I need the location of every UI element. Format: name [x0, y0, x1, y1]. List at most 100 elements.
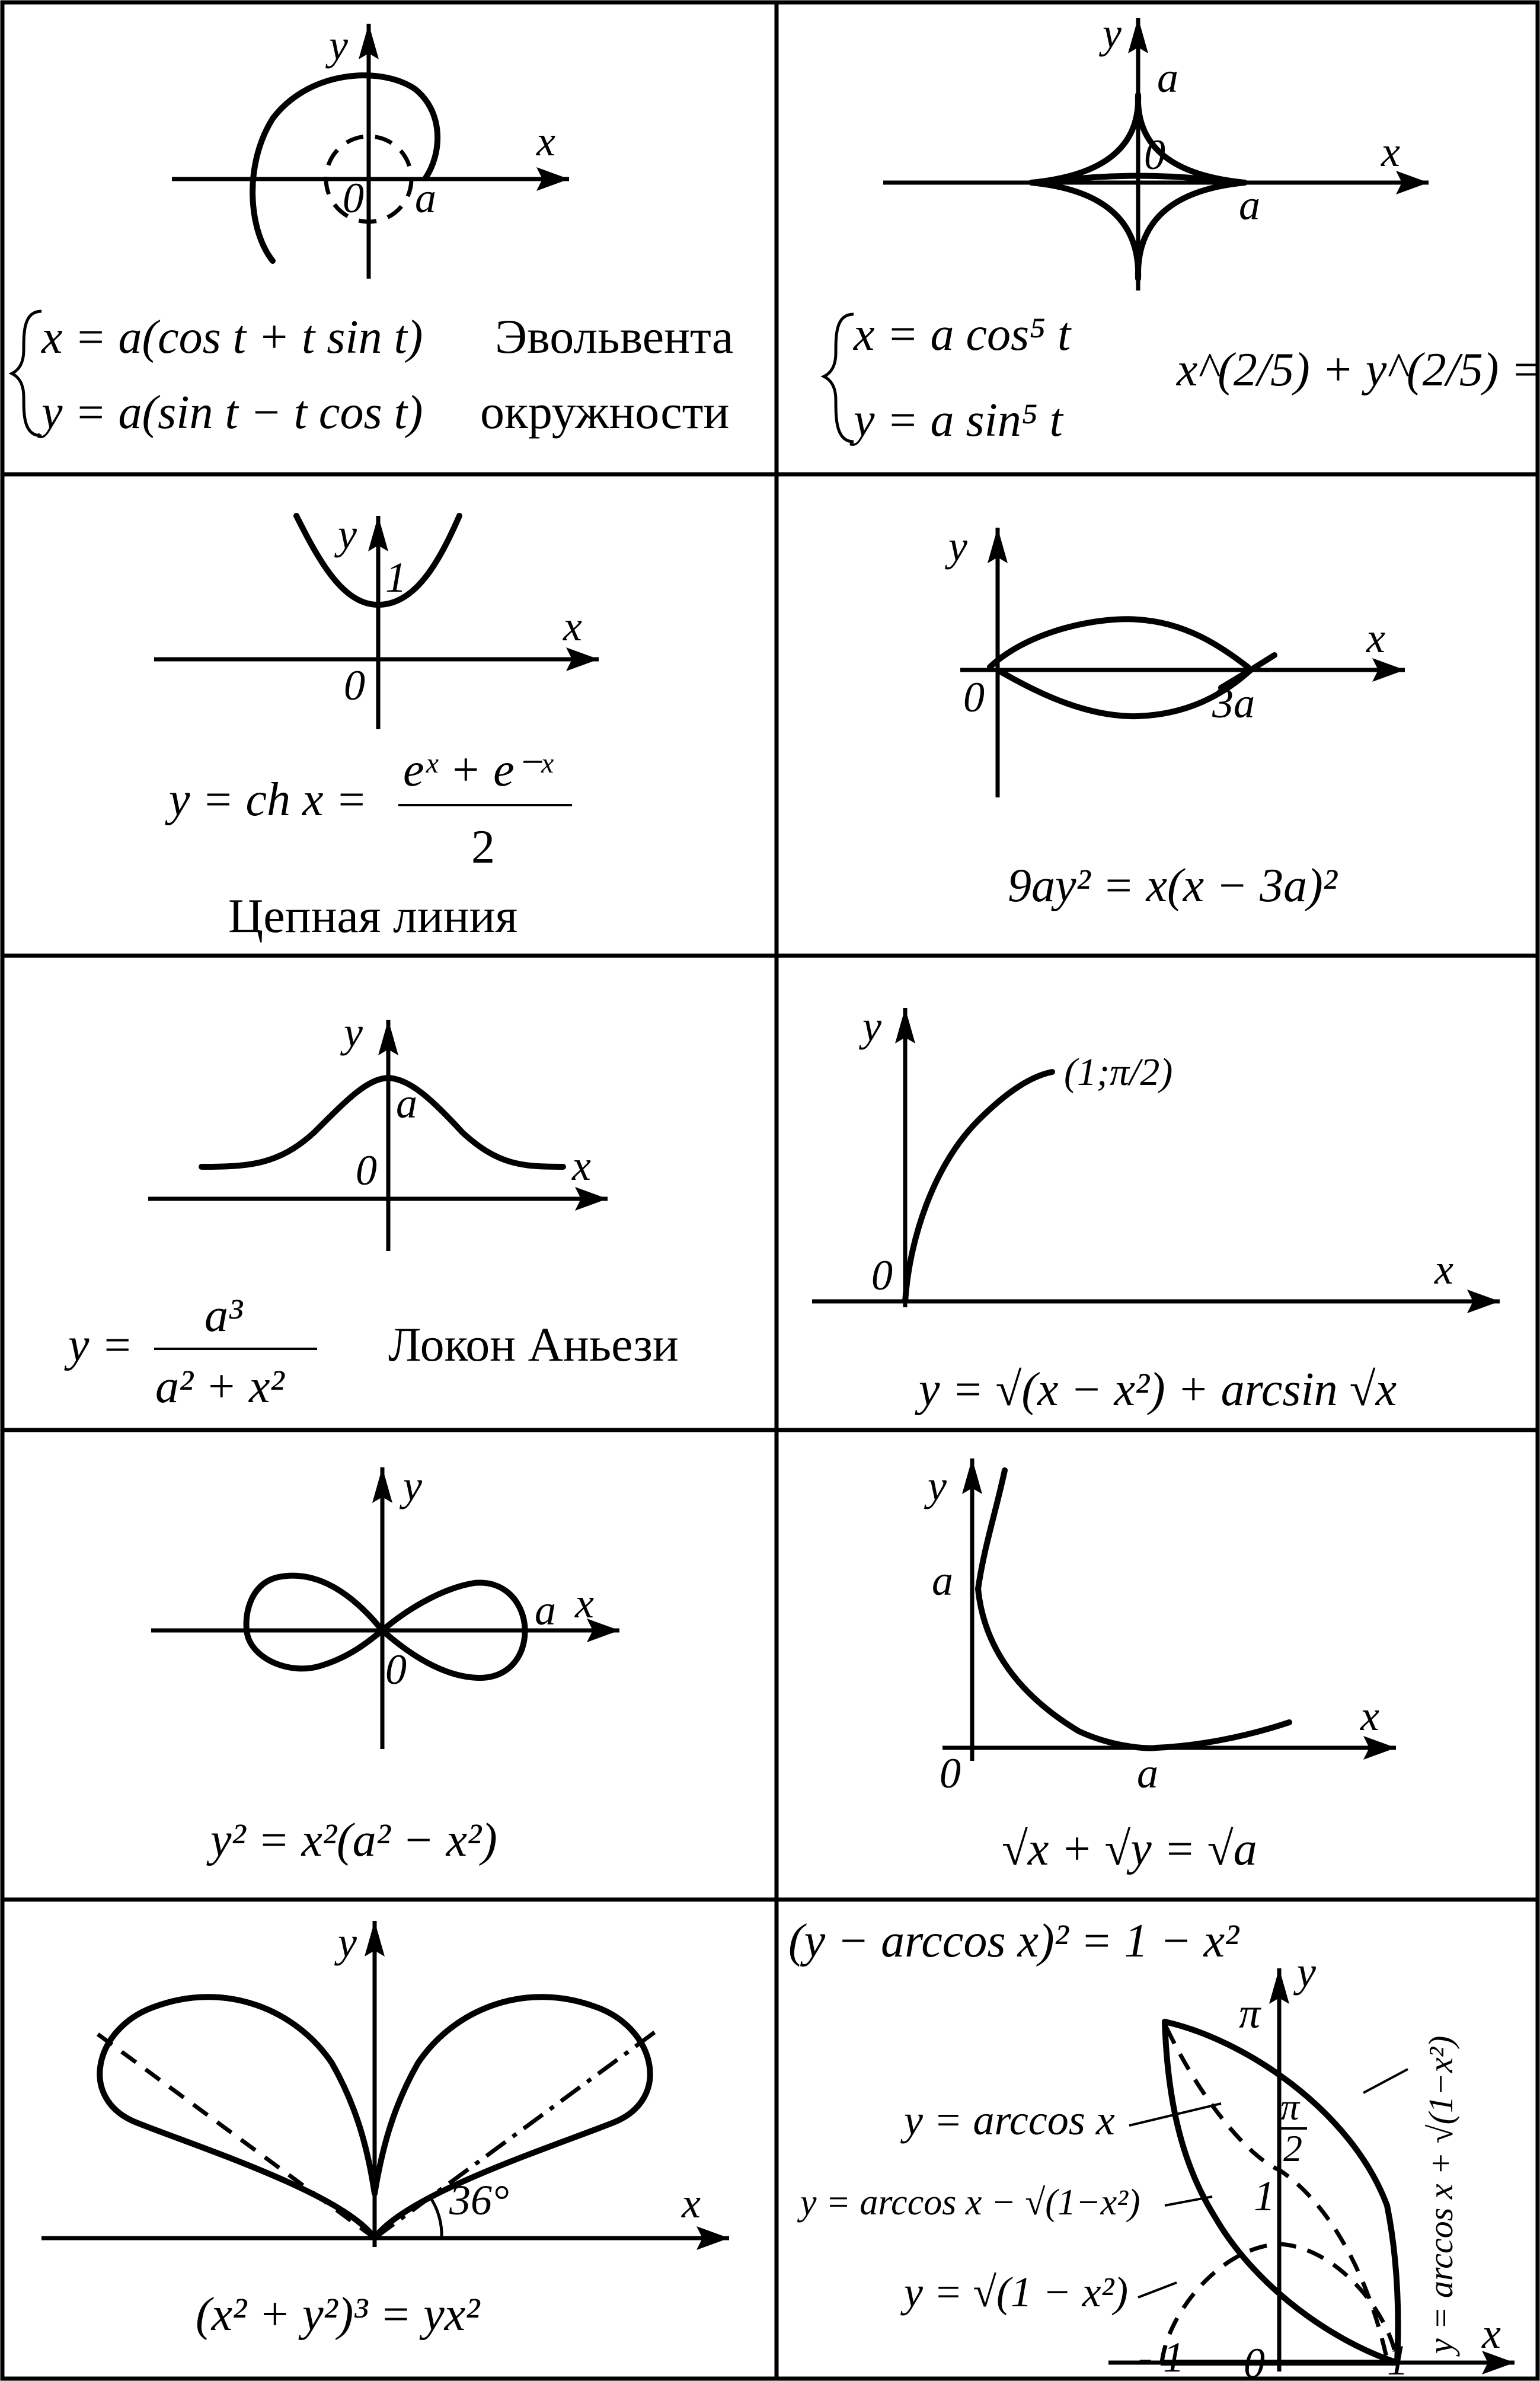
- x-axis-arrow: [587, 1619, 619, 1642]
- cell-double-leaf: y 36° x (x² + y²)³ = yx²: [41, 1919, 729, 2341]
- eq-y: y = a sin⁵ t: [849, 394, 1064, 446]
- curve-name-line1: Эвольвента: [495, 309, 733, 363]
- leader-arccos-minus: [1164, 2195, 1213, 2207]
- eq-implicit: x^(2/5) + y^(2/5) = a^(2/5): [1176, 344, 1540, 396]
- x-axis-arrow: [536, 167, 569, 191]
- right-axis-dashdot: [373, 2026, 663, 2240]
- origin-label: 0: [1144, 131, 1165, 178]
- x-label: x: [1434, 1246, 1453, 1293]
- arccos-dashed: [1164, 2026, 1389, 2360]
- y-label: y: [1098, 9, 1122, 57]
- equation: y = √(x − x²) + arcsin √x: [915, 1364, 1397, 1416]
- cell-arccos-curve: (y − arccos x)² = 1 − x² y π π 2 1 - 1 0…: [788, 1915, 1515, 2381]
- one-y-label: 1: [1254, 2172, 1275, 2220]
- curve-name-line2: окружности: [480, 385, 729, 439]
- origin-label: 0: [871, 1252, 893, 1299]
- eq-denominator: a² + x²: [155, 1361, 285, 1413]
- system-brace: [820, 312, 854, 443]
- equation: (x² + y²)³ = yx²: [196, 2289, 481, 2341]
- origin-label: 0: [1244, 2339, 1265, 2381]
- y-axis-arrow: [368, 516, 388, 551]
- eq-numerator: a³: [205, 1290, 243, 1342]
- x-axis-arrow: [1372, 658, 1405, 682]
- x-axis-arrow: [566, 647, 599, 671]
- cell-astroid5: y a 0 x a x = a cos⁵ t y = a sin⁵ t x^(2…: [820, 9, 1540, 446]
- eq-lhs: y =: [64, 1319, 133, 1371]
- equation: 9ay² = x(x − 3a)²: [1008, 860, 1338, 912]
- tschirnhausen-tail: [1218, 652, 1277, 691]
- one-x-label: 1: [1387, 2337, 1408, 2381]
- x-axis-arrow: [1482, 2351, 1515, 2374]
- x-axis-arrow: [575, 1187, 608, 1211]
- pi-half-denominator: 2: [1283, 2127, 1302, 2169]
- leader-sqrt: [1138, 2281, 1177, 2299]
- y-axis-arrow: [372, 1467, 392, 1503]
- tschirnhausen-loop: [987, 616, 1254, 720]
- x-axis-arrow: [1467, 1290, 1500, 1313]
- semicircle-dashed: [1159, 2242, 1400, 2363]
- x-axis-arrow: [1363, 1736, 1396, 1760]
- origin-label: 0: [356, 1147, 377, 1194]
- curve-name: Цепная линия: [228, 889, 517, 943]
- curve: [975, 1467, 1292, 1751]
- involute-curve: [250, 72, 440, 264]
- y-axis-arrow: [1269, 1968, 1289, 2004]
- y-label: y: [399, 1462, 422, 1509]
- leader-arccos-plus: [1363, 2068, 1408, 2094]
- one-label: 1: [385, 554, 407, 601]
- y-axis-arrow: [988, 528, 1008, 563]
- y-label: y: [924, 1462, 947, 1509]
- x-axis-arrow: [696, 2226, 729, 2250]
- a-label: a: [396, 1080, 417, 1127]
- a-label: a: [415, 174, 436, 222]
- eq-denominator: 2: [471, 821, 495, 873]
- y-label: y: [858, 1003, 881, 1050]
- pi-label: π: [1239, 1990, 1261, 2037]
- cell-involute: y x 0 a x = a(cos t + t sin t) y = a(sin…: [8, 21, 733, 439]
- equation-top: (y − arccos x)² = 1 − x²: [788, 1915, 1240, 1967]
- y-axis-arrow: [378, 1020, 398, 1055]
- y-label: y: [334, 510, 357, 558]
- y-label: y: [944, 522, 967, 570]
- neg-one-label: - 1: [1138, 2334, 1184, 2381]
- system-brace: [8, 309, 42, 438]
- a-label: a: [535, 1587, 556, 1634]
- agnesi-curve: [199, 1075, 566, 1170]
- label-arccos: y = arccos x: [900, 2096, 1115, 2144]
- eq-numerator: eˣ + e⁻ˣ: [403, 744, 554, 796]
- three-a-label: 3a: [1212, 679, 1255, 727]
- pi-half-numerator: π: [1280, 2086, 1301, 2128]
- cell-catenary: y 1 x 0 y = ch x = eˣ + e⁻ˣ 2 Цепная лин…: [154, 510, 599, 943]
- a-y-label: a: [932, 1557, 953, 1604]
- endpoint-label: (1;π/2): [1064, 1051, 1172, 1094]
- y-axis-arrow: [895, 1008, 915, 1043]
- angle-label: 36°: [449, 2176, 509, 2224]
- origin-label: 0: [940, 1750, 961, 1797]
- cell-parabola-sqrt: y a 0 a x √x + √y = √a: [924, 1458, 1396, 1875]
- label-sqrt: y = √(1 − x²): [900, 2268, 1128, 2316]
- lower-branch: [1162, 2019, 1400, 2366]
- x-label: x: [571, 1142, 591, 1189]
- leader-arccos: [1129, 2102, 1222, 2127]
- x-label: x: [563, 602, 582, 650]
- y-label: y: [325, 21, 348, 69]
- upper-branch: [1162, 2019, 1401, 2366]
- eq-lhs: y = ch x =: [165, 774, 368, 826]
- equation: y² = x²(a² − x²): [206, 1814, 497, 1866]
- x-label: x: [1381, 128, 1400, 175]
- origin-label: 0: [344, 662, 365, 709]
- angle-arc: [428, 2195, 443, 2239]
- double-leaf-curve: [97, 1994, 653, 2241]
- y-axis-arrow: [962, 1458, 982, 1494]
- x-label: x: [1481, 2310, 1501, 2357]
- base-circle: [324, 134, 414, 224]
- a-x-label: a: [1137, 1750, 1158, 1797]
- a-right-label: a: [1239, 181, 1260, 229]
- y-axis-arrow: [1128, 18, 1148, 53]
- cell-tschirnhausen: y x 0 3a 9ay² = x(x − 3a)²: [944, 522, 1405, 912]
- x-label: x: [574, 1579, 594, 1627]
- label-arccos-plus: y = arccos x + √(1−x²): [1421, 2036, 1460, 2357]
- origin-label: 0: [963, 674, 985, 721]
